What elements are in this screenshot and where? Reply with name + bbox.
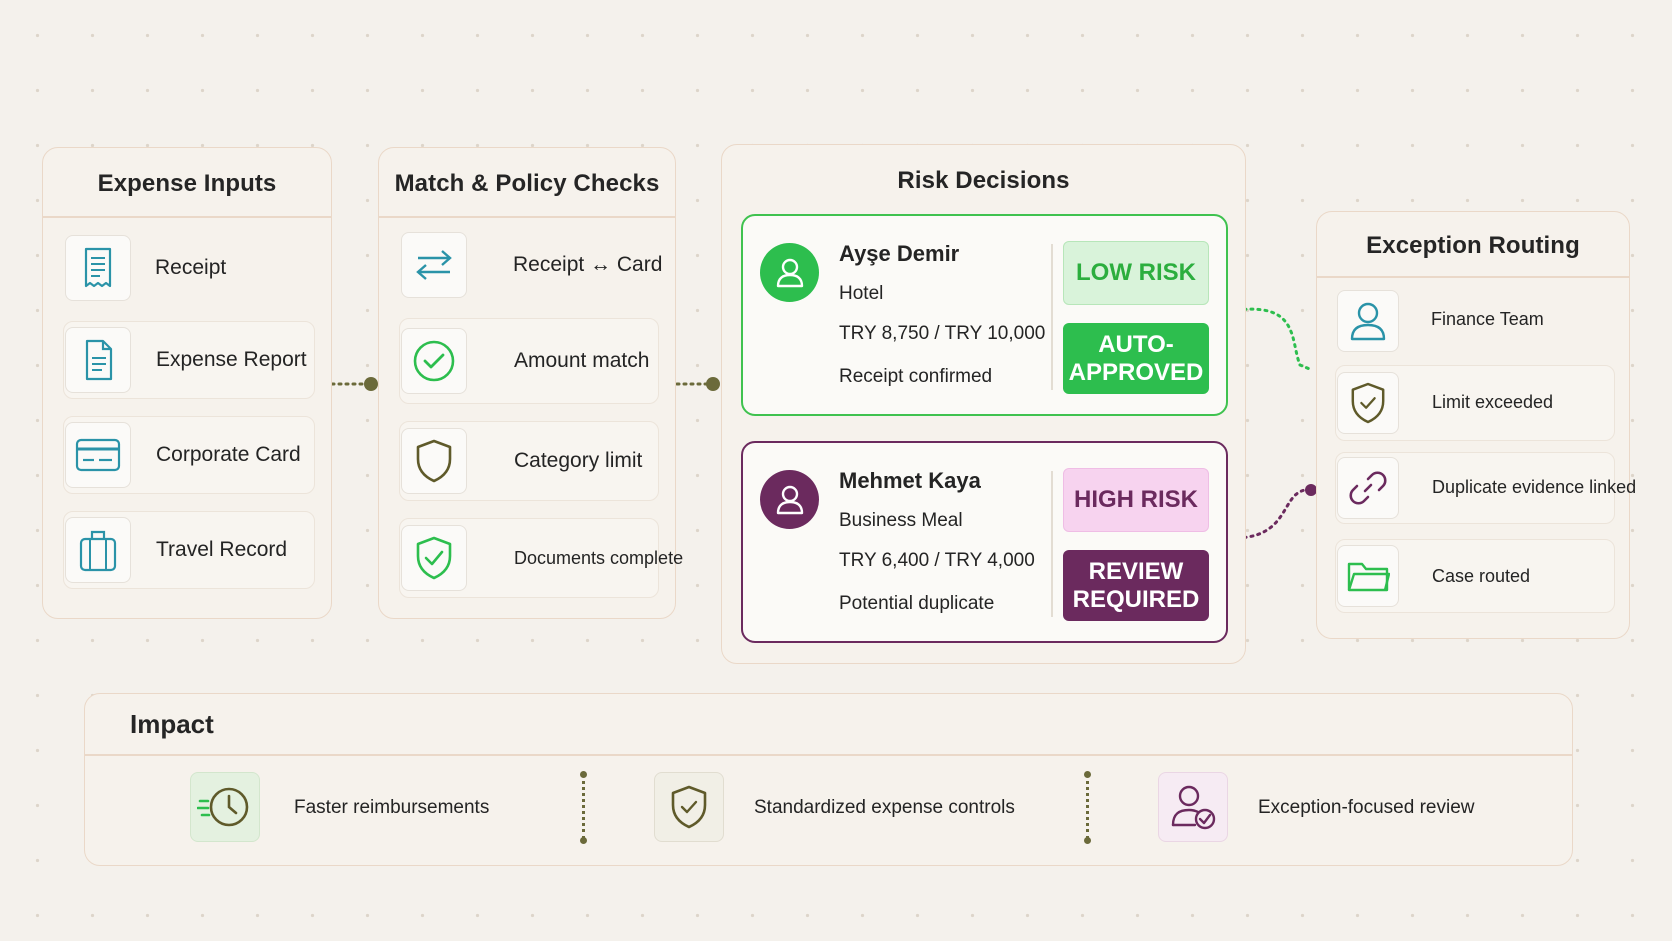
- input-item-label: Expense Report: [156, 348, 307, 371]
- impact-separator: [582, 774, 585, 839]
- decision-badge-review: REVIEW REQUIRED: [1063, 550, 1209, 621]
- shield-icon: [401, 428, 467, 494]
- arrows-swap-icon: [401, 232, 467, 298]
- user-check-icon: [1158, 772, 1228, 842]
- risk-card-high[interactable]: Mehmet Kaya Business Meal TRY 6,400 / TR…: [741, 441, 1228, 643]
- document-icon: [65, 327, 131, 393]
- separator-dot: [580, 837, 587, 844]
- impact-label: Standardized expense controls: [754, 797, 1015, 818]
- decision-badge-text: AUTO- APPROVED: [1068, 330, 1204, 386]
- risk-decisions-title: Risk Decisions: [897, 167, 1070, 194]
- risk-badge-low: LOW RISK: [1063, 241, 1209, 305]
- separator-dot: [580, 771, 587, 778]
- impact-label: Faster reimbursements: [294, 797, 490, 818]
- connector-inputs-to-checks: [330, 377, 378, 391]
- expense-amount: TRY 6,400 / TRY 4,000: [839, 550, 1035, 571]
- separator-dot: [1084, 837, 1091, 844]
- user-icon: [1337, 290, 1399, 352]
- card-divider: [1051, 244, 1053, 390]
- match-policy-title: Match & Policy Checks: [394, 170, 660, 197]
- check-item-label: Receipt ↔ Card: [513, 253, 663, 276]
- match-policy-panel: Match & Policy Checks Receipt ↔ Card Amo…: [378, 147, 683, 619]
- shield-check-icon: [654, 772, 724, 842]
- panel-divider: [379, 216, 675, 218]
- exception-routing-panel: Exception Routing Finance Team Limit exc…: [1316, 211, 1636, 639]
- routing-item-label: Finance Team: [1431, 309, 1544, 329]
- input-item-label: Receipt: [155, 256, 227, 279]
- input-item-label: Corporate Card: [156, 443, 301, 466]
- receipt-icon: [65, 235, 131, 301]
- impact-label: Exception-focused review: [1258, 797, 1475, 818]
- routing-item-finance-team[interactable]: Finance Team: [1335, 287, 1615, 357]
- link-icon: [1337, 457, 1399, 519]
- person-name: Mehmet Kaya: [839, 468, 981, 493]
- expense-category: Hotel: [839, 283, 884, 304]
- risk-decisions-panel: Risk Decisions Ayşe Demir Hotel TRY 8,75…: [721, 144, 1246, 664]
- check-item-label: Category limit: [514, 449, 643, 472]
- decision-badge-approved: AUTO- APPROVED: [1063, 323, 1209, 394]
- input-item-expense-report[interactable]: Expense Report: [63, 321, 315, 399]
- check-item-label: Documents complete: [514, 548, 684, 568]
- shield-check-icon: [401, 525, 467, 591]
- routing-item-label: Limit exceeded: [1432, 392, 1554, 412]
- routing-item-label: Duplicate evidence linked: [1432, 477, 1637, 497]
- avatar: [760, 243, 819, 302]
- panel-divider: [85, 754, 1572, 756]
- check-item-category-limit[interactable]: Category limit: [399, 421, 659, 501]
- impact-panel: Impact Faster reimbursements Standardize…: [84, 693, 1573, 866]
- risk-card-low[interactable]: Ayşe Demir Hotel TRY 8,750 / TRY 10,000 …: [741, 214, 1228, 416]
- expense-status: Receipt confirmed: [839, 366, 993, 387]
- check-item-receipt-card[interactable]: Receipt ↔ Card: [399, 230, 662, 304]
- expense-category: Business Meal: [839, 510, 963, 531]
- expense-amount: TRY 8,750 / TRY 10,000: [839, 323, 1046, 344]
- exception-routing-title: Exception Routing: [1366, 232, 1580, 259]
- avatar: [760, 470, 819, 529]
- luggage-icon: [65, 517, 131, 583]
- person-name: Ayşe Demir: [839, 241, 960, 266]
- panel-divider: [43, 216, 331, 218]
- panel-divider: [1317, 276, 1629, 278]
- check-circle-icon: [401, 328, 467, 394]
- user-icon: [776, 485, 803, 514]
- check-item-documents-complete[interactable]: Documents complete: [399, 518, 683, 598]
- folder-icon: [1337, 545, 1399, 607]
- separator-dot: [1084, 771, 1091, 778]
- credit-card-icon: [65, 422, 131, 488]
- impact-title: Impact: [130, 709, 214, 739]
- expense-inputs-title: Expense Inputs: [97, 170, 277, 197]
- input-item-corporate-card[interactable]: Corporate Card: [63, 416, 315, 494]
- fast-clock-icon: [190, 772, 260, 842]
- impact-separator: [1086, 774, 1089, 839]
- input-item-label: Travel Record: [156, 538, 288, 561]
- connector-checks-to-decisions: [675, 377, 720, 391]
- decision-badge-text: REVIEW REQUIRED: [1072, 557, 1200, 613]
- routing-item-limit-exceeded[interactable]: Limit exceeded: [1335, 365, 1615, 441]
- card-divider: [1051, 471, 1053, 617]
- routing-item-case-routed[interactable]: Case routed: [1335, 539, 1615, 613]
- expense-inputs-panel: Expense Inputs Receipt Expense Report Co…: [42, 147, 332, 619]
- input-item-receipt[interactable]: Receipt: [63, 231, 315, 305]
- check-item-amount-match[interactable]: Amount match: [399, 318, 659, 404]
- expense-status: Potential duplicate: [839, 593, 995, 614]
- shield-check-icon: [1337, 372, 1399, 434]
- input-item-travel-record[interactable]: Travel Record: [63, 511, 315, 589]
- routing-item-label: Case routed: [1432, 566, 1531, 586]
- routing-item-duplicate-evidence[interactable]: Duplicate evidence linked: [1335, 452, 1636, 524]
- risk-badge-high: HIGH RISK: [1063, 468, 1209, 532]
- check-item-label: Amount match: [514, 349, 650, 372]
- user-icon: [776, 258, 803, 287]
